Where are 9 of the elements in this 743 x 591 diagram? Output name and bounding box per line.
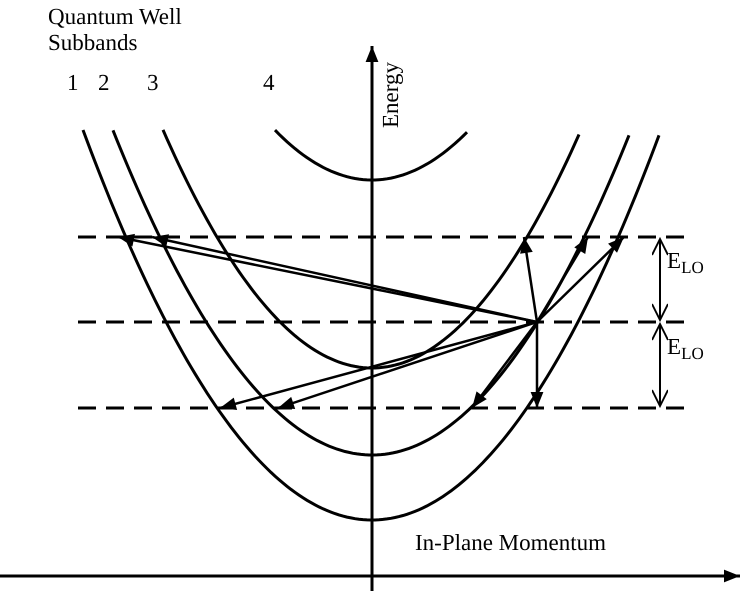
subband-number: 2 [98, 70, 110, 96]
energy-label: E$_{LO}$ [667, 248, 704, 279]
subband-number: 4 [263, 70, 274, 96]
axis-title: Energy [378, 62, 404, 128]
subband-number: 3 [147, 70, 158, 96]
axis-title: In-Plane Momentum [415, 530, 606, 556]
subband-number: 1 [67, 70, 78, 96]
energy-label: E$_{LO}$ [667, 334, 704, 365]
axis-title: Quantum Well Subbands [48, 4, 183, 56]
